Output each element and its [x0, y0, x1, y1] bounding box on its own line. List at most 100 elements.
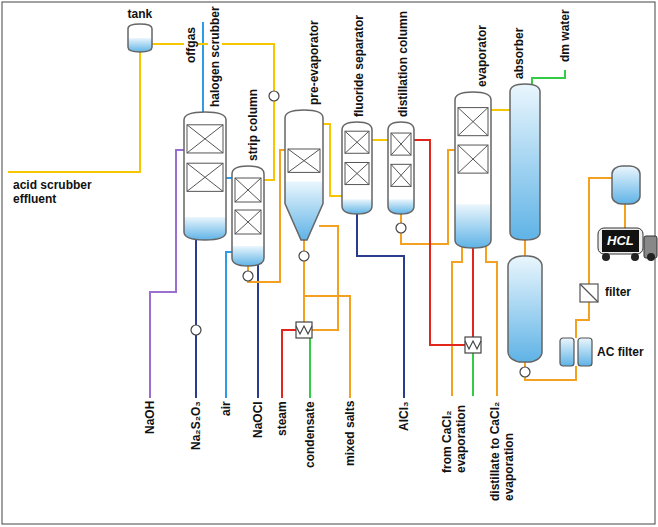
packing	[391, 133, 411, 155]
packing	[235, 210, 261, 234]
separator-column-outline	[342, 122, 372, 214]
absorber-column: absorber	[510, 84, 540, 240]
heat-exchanger	[296, 322, 481, 353]
packing	[391, 164, 411, 186]
stream-label: NaOCl	[251, 400, 265, 439]
stream-label: from CaCl₂ evaporation	[440, 400, 468, 474]
mixed-salts-line	[304, 296, 350, 398]
separator-column-outline	[342, 122, 372, 214]
packing	[187, 163, 223, 191]
evaporator-column-outline	[455, 204, 491, 248]
strip-column-outline	[232, 166, 264, 266]
storage-tank-outline	[128, 24, 152, 52]
packing	[187, 125, 223, 153]
packing	[391, 133, 411, 155]
stream-label: NaOH	[143, 400, 157, 435]
pump	[269, 91, 279, 101]
distillation-column-outline	[388, 122, 414, 214]
condensate-line	[309, 338, 311, 398]
equipment-label: distillation column	[396, 10, 410, 118]
carbon-filter: AC filter	[560, 338, 592, 366]
filter-symbol-outline	[580, 284, 598, 302]
stream-label: dm water	[558, 8, 572, 63]
storage-tank: tank	[128, 24, 152, 52]
absorber-column-outline	[510, 84, 540, 240]
evaporator-column: evaporator	[455, 92, 491, 248]
process-stream	[576, 302, 589, 338]
packing	[345, 162, 369, 184]
packing	[458, 108, 488, 136]
tanker-truck: HCL	[598, 228, 657, 262]
scrubber-column-outline	[184, 112, 226, 240]
filter-symbol-outline	[580, 284, 598, 302]
scrubber-column-outline	[184, 112, 226, 240]
process-stream	[372, 139, 388, 141]
packing	[458, 145, 488, 173]
cooling-line	[472, 353, 474, 396]
tanker-truck-outline	[631, 253, 639, 261]
offgas-line	[202, 22, 204, 116]
packing	[235, 210, 261, 234]
stream-label: distillate to CaCl₂ evaporation	[488, 400, 516, 502]
packing	[391, 133, 411, 155]
packing	[345, 131, 369, 153]
packing	[235, 178, 261, 202]
tanker-truck-outline	[602, 253, 610, 261]
heat-exchanger	[296, 326, 312, 334]
absorber-column-outline	[510, 84, 540, 240]
strip-column: strip column	[232, 166, 264, 266]
pump	[520, 367, 530, 377]
process-stream	[491, 109, 510, 111]
packing	[187, 163, 223, 191]
product-tank	[612, 166, 640, 204]
absorber-column-outline	[510, 84, 540, 240]
distillation-column: distillation column	[388, 122, 414, 214]
storage-tank-outline	[128, 24, 152, 52]
recirculation-line	[304, 226, 338, 330]
pump	[299, 251, 309, 261]
distillation-column-outline	[388, 122, 414, 214]
tanker-truck-outline	[602, 230, 639, 252]
alcl3-line	[357, 210, 404, 398]
stream-label: air	[219, 400, 233, 417]
equipment-label: tank	[127, 7, 154, 21]
process-stream	[226, 177, 232, 179]
pump	[191, 325, 201, 335]
heat-exchanger	[465, 337, 481, 353]
scrubber-column: halogen scrubber	[184, 112, 226, 240]
heat-exchanger	[465, 341, 481, 349]
storage-tank-outline	[128, 38, 152, 52]
distillate-line	[486, 244, 497, 396]
strip-column-outline	[232, 166, 264, 266]
scrubber-column-outline	[184, 217, 226, 240]
pre-evaporator-vessel: pre-evaporator	[285, 110, 323, 240]
packing	[391, 164, 411, 186]
receiver-vessel	[508, 256, 542, 362]
evaporator-column-outline	[455, 92, 491, 248]
carbon-filter-outline	[578, 338, 592, 366]
pre-evaporator-vessel-outline	[285, 110, 323, 240]
absorber-column-outline	[510, 84, 540, 240]
packing	[288, 149, 320, 172]
heat-exchanger	[296, 322, 312, 338]
pre-evaporator-vessel-outline	[285, 110, 323, 240]
equipment-label: pre-evaporator	[307, 19, 321, 106]
tanker-truck-outline	[598, 228, 643, 254]
equipment-label: evaporator	[475, 24, 489, 88]
evaporator-column-outline	[455, 92, 491, 248]
packing	[235, 178, 261, 202]
packing	[458, 108, 488, 136]
pre-evaporator-vessel-outline	[285, 182, 323, 241]
stream-label: condensate	[303, 400, 317, 469]
packing	[187, 125, 223, 153]
pump	[396, 223, 406, 233]
packing	[458, 145, 488, 173]
separator-column-outline	[342, 122, 372, 214]
packing	[345, 131, 369, 153]
packing	[345, 162, 369, 184]
scrubber-column-outline	[184, 112, 226, 240]
packing	[345, 131, 369, 153]
